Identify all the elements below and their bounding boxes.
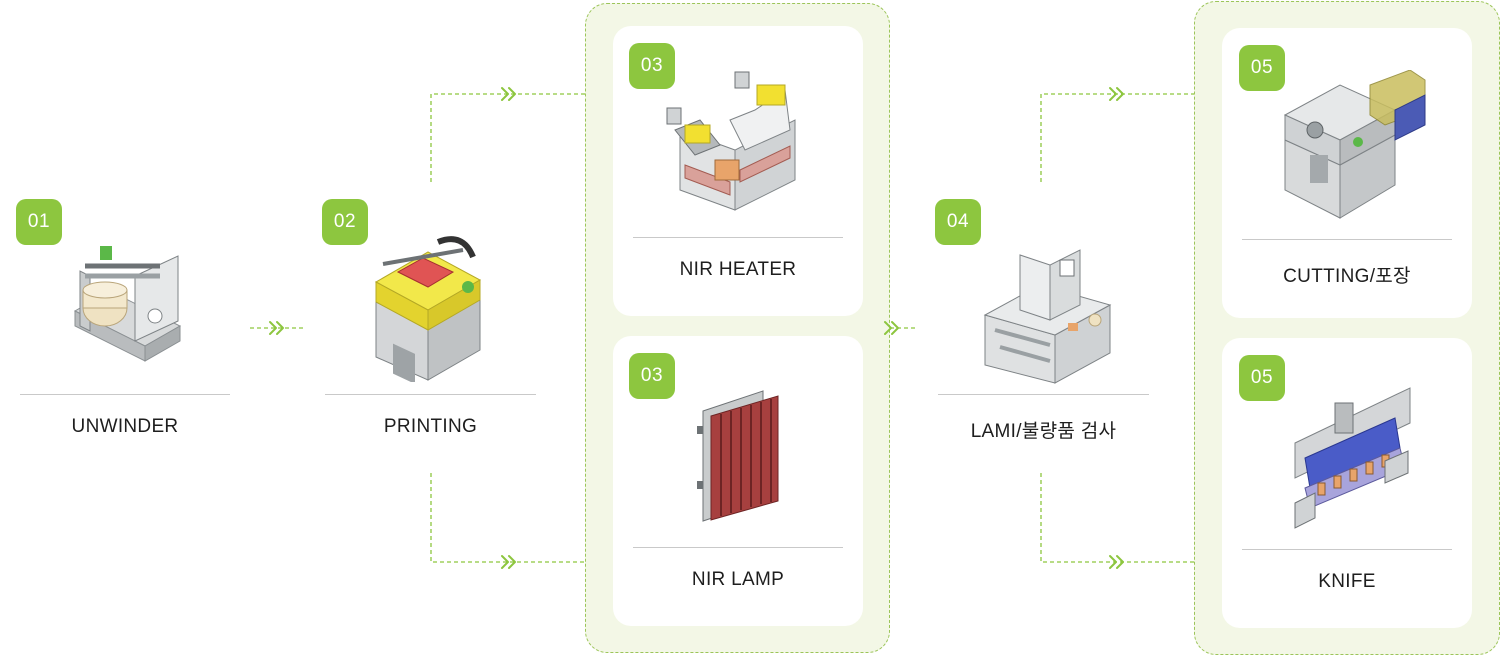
nir-lamp-icon <box>697 390 779 522</box>
divider <box>938 394 1149 395</box>
step-label: CUTTING/포장 <box>1283 266 1411 287</box>
step-number-badge: 04 <box>935 199 981 245</box>
cutting-packing-machine-icon <box>1283 70 1426 219</box>
arrow-02-up <box>501 87 516 101</box>
step-number-badge: 01 <box>16 199 62 245</box>
step-label: KNIFE <box>1318 571 1376 592</box>
step-number-badge: 02 <box>322 199 368 245</box>
arrow-04-down <box>1109 555 1124 569</box>
card-nir-lamp: 03 NIR LAMP <box>613 336 863 626</box>
divider <box>633 237 843 238</box>
card-nir-heater: 03 NIR HEATER <box>613 26 863 316</box>
step-number-badge: 03 <box>629 353 675 399</box>
divider <box>20 394 230 395</box>
nir-heater-icon <box>666 71 796 211</box>
arrow-02-down <box>501 555 516 569</box>
arrow-01-02 <box>269 321 284 335</box>
step-label: PRINTING <box>383 416 478 437</box>
card-cutting: 05 CUTTING/포장 <box>1222 28 1472 318</box>
divider <box>325 394 536 395</box>
divider <box>1242 549 1452 550</box>
lami-inspection-machine-icon <box>983 249 1112 384</box>
card-knife: 05 KNIFE <box>1222 338 1472 628</box>
step-number-badge: 05 <box>1239 45 1285 91</box>
step-label: NIR LAMP <box>691 569 785 590</box>
divider <box>633 547 843 548</box>
unwinder-machine-icon <box>73 246 182 362</box>
knife-unit-icon <box>1294 387 1411 529</box>
printing-machine-icon <box>374 236 482 382</box>
step-label: UNWINDER <box>71 416 179 437</box>
step-label: NIR HEATER <box>679 259 797 280</box>
arrow-03-04 <box>884 321 899 335</box>
step-number-badge: 03 <box>629 43 675 89</box>
arrow-04-up <box>1109 87 1124 101</box>
step-number-badge: 05 <box>1239 355 1285 401</box>
step-label: LAMI/불량품 검사 <box>970 421 1117 442</box>
divider <box>1242 239 1452 240</box>
